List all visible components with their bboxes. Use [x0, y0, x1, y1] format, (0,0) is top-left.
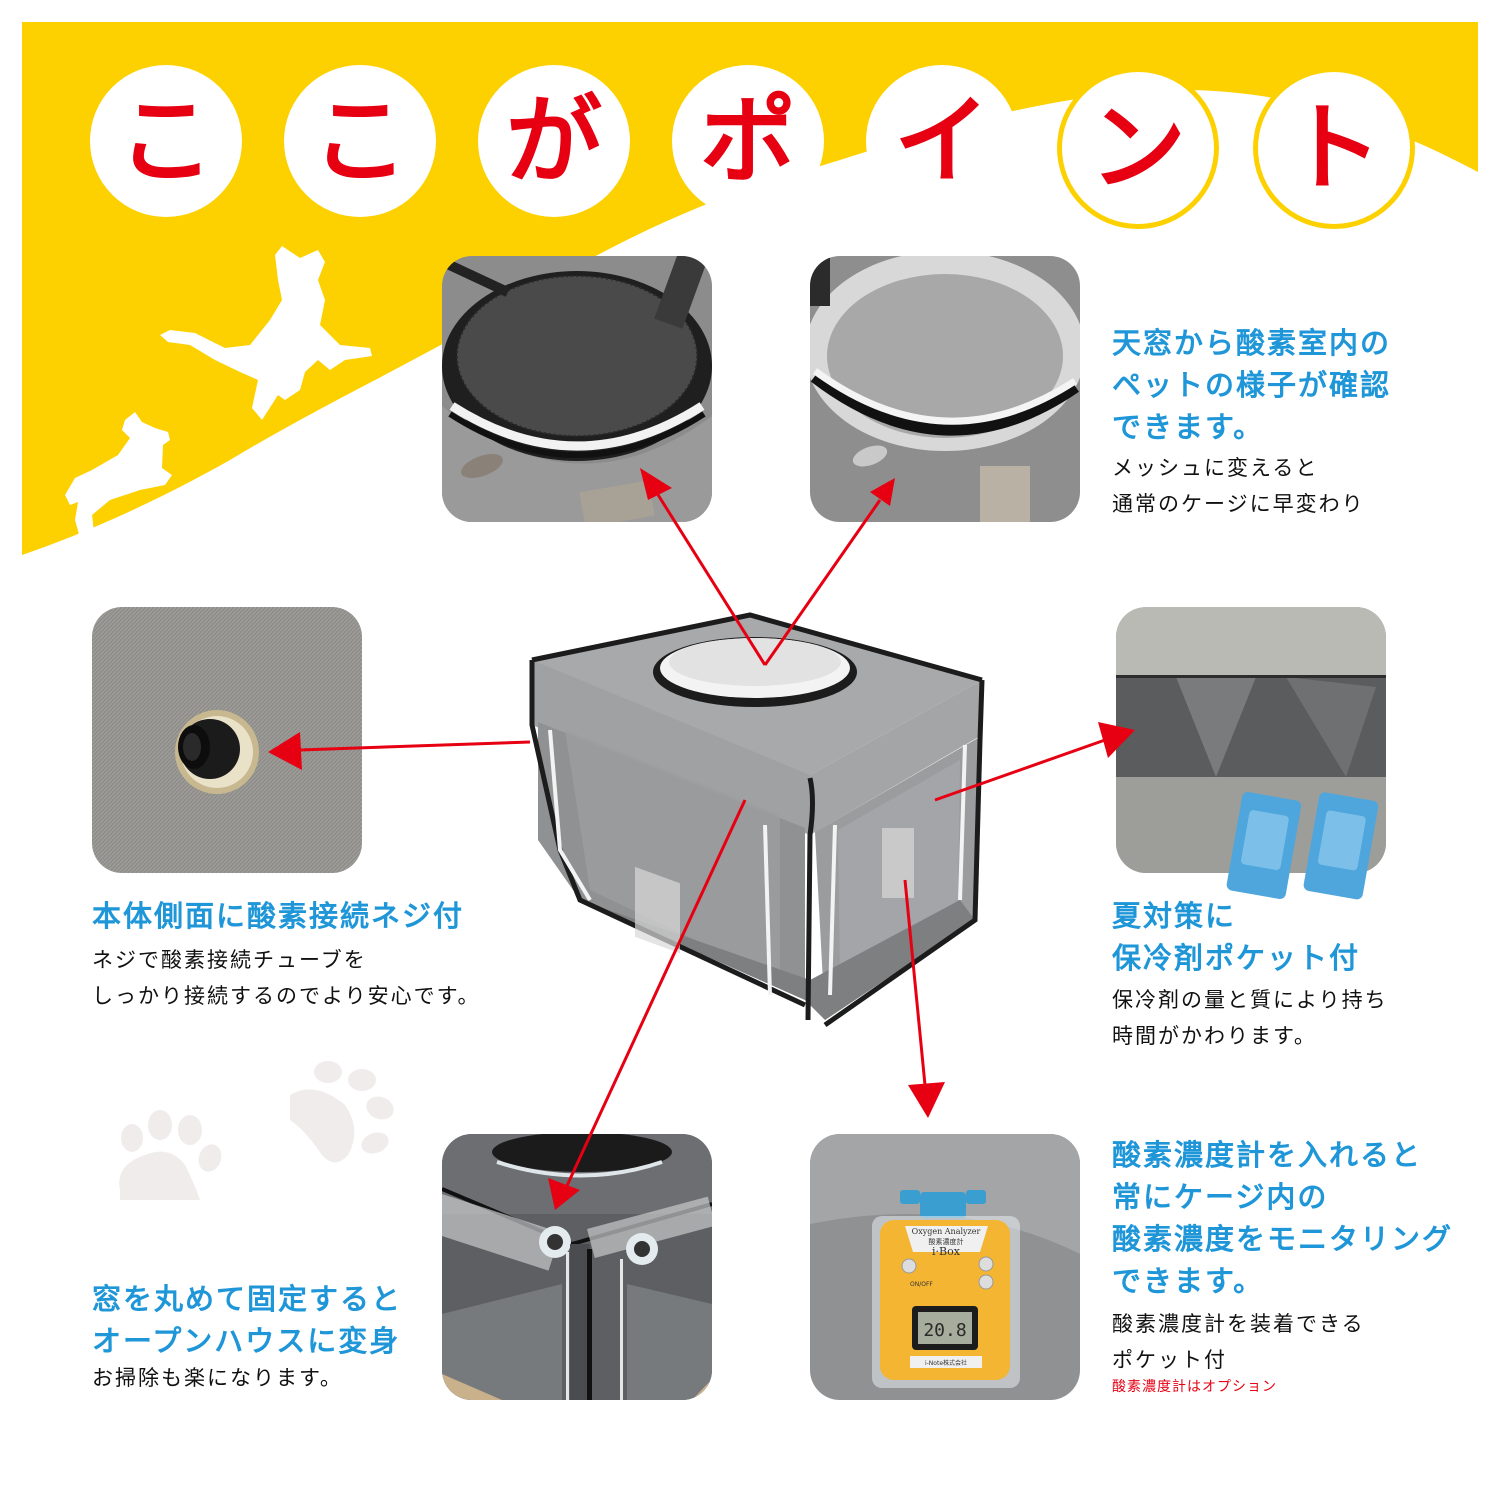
- title-circle-7: ト: [1258, 72, 1410, 224]
- skylight-heading-line: できます。: [1112, 410, 1265, 444]
- skylight-description-line: メッシュに変えると: [1112, 456, 1319, 480]
- oxygen-meter-description-line: 酸素濃度計を装着できる: [1112, 1312, 1365, 1336]
- title-circle-3: が: [478, 65, 630, 217]
- title-circle-2: こ: [284, 65, 436, 217]
- title-char: イ: [894, 85, 990, 197]
- title-char: ポ: [700, 85, 796, 197]
- clear-skylight-photo: [810, 256, 1080, 522]
- oxygen-meter-heading-line: できます。: [1112, 1264, 1265, 1298]
- oxygen-meter-heading: 酸素濃度計を入れると 常にケージ内の 酸素濃度をモニタリング できます。: [1112, 1134, 1453, 1302]
- oxygen-port-heading: 本体側面に酸素接続ネジ付: [92, 895, 464, 937]
- pet-oxygen-cage-image: [529, 612, 985, 1028]
- cooling-pocket-heading-line: 夏対策に: [1112, 899, 1237, 933]
- skylight-description: メッシュに変えると 通常のケージに早変わり: [1112, 450, 1365, 522]
- open-house-heading: 窓を丸めて固定すると オープンハウスに変身: [92, 1278, 402, 1362]
- device-maker: i-Note株式会社: [925, 1359, 967, 1367]
- title-circle-5: イ: [866, 65, 1018, 217]
- oxygen-port-description-line: ネジで酸素接続チューブを: [92, 948, 367, 972]
- open-house-heading-line: 窓を丸めて固定すると: [92, 1282, 403, 1316]
- title-char: ト: [1286, 92, 1382, 204]
- oxygen-meter-heading-line: 常にケージ内の: [1112, 1180, 1329, 1214]
- open-house-heading-line: オープンハウスに変身: [92, 1324, 401, 1358]
- cooling-pocket-description-line: 保冷剤の量と質により持ち: [1112, 988, 1388, 1012]
- title-circle-6: ン: [1062, 72, 1214, 224]
- cat-silhouette-small-icon: [65, 412, 172, 545]
- device-model: i·Box: [932, 1245, 961, 1258]
- open-house-description-line: お掃除も楽になります。: [92, 1366, 343, 1390]
- device-label-jp: 酸素濃度計: [929, 1237, 964, 1246]
- title-circle-1: こ: [90, 65, 242, 217]
- skylight-heading-line: 天窓から酸素室内の: [1112, 326, 1392, 360]
- rolled-window-photo: [442, 1134, 712, 1400]
- cooling-pocket-description: 保冷剤の量と質により持ち 時間がかわります。: [1112, 982, 1388, 1054]
- title-circle-4: ポ: [672, 65, 824, 217]
- oxygen-meter-heading-line: 酸素濃度をモニタリング: [1112, 1222, 1454, 1256]
- device-label-en: Oxygen Analyzer: [912, 1227, 981, 1236]
- cooling-pocket-heading: 夏対策に 保冷剤ポケット付: [1112, 895, 1360, 979]
- skylight-heading: 天窓から酸素室内の ペットの様子が確認 できます。: [1112, 322, 1391, 448]
- oxygen-port-description-line: しっかり接続するのでより安心です。: [92, 984, 481, 1008]
- oxygen-meter-heading-line: 酸素濃度計を入れると: [1112, 1138, 1423, 1172]
- cat-silhouette-large-icon: [160, 246, 372, 420]
- oxygen-connector-photo: [92, 607, 362, 873]
- paw-print-icon: [119, 1061, 394, 1200]
- oxygen-meter-description-line: ポケット付: [1112, 1348, 1227, 1372]
- title-char: こ: [312, 85, 408, 197]
- oxygen-meter-description: 酸素濃度計を装着できる ポケット付: [1112, 1306, 1365, 1378]
- oxygen-meter-option-note: 酸素濃度計はオプション: [1112, 1379, 1277, 1395]
- skylight-heading-line: ペットの様子が確認: [1112, 368, 1392, 402]
- mesh-skylight-photo: [442, 256, 712, 522]
- skylight-description-line: 通常のケージに早変わり: [1112, 492, 1365, 516]
- oxygen-port-description: ネジで酸素接続チューブを しっかり接続するのでより安心です。: [92, 942, 480, 1014]
- cooling-pocket-description-line: 時間がかわります。: [1112, 1024, 1317, 1048]
- title-char: が: [506, 85, 602, 197]
- open-house-description: お掃除も楽になります。: [92, 1360, 343, 1396]
- title-char: こ: [118, 85, 214, 197]
- cooling-pocket-heading-line: 保冷剤ポケット付: [1112, 941, 1361, 975]
- device-key-label: ON/OFF: [910, 1281, 933, 1288]
- ice-pack-icon: [1226, 792, 1379, 900]
- title-char: ン: [1090, 92, 1186, 204]
- oxygen-meter-photo: Oxygen Analyzer 酸素濃度計 i·Box ON/OFF 20.8 …: [810, 1134, 1080, 1400]
- device-reading: 20.8: [923, 1320, 966, 1341]
- oxygen-port-heading-line: 本体側面に酸素接続ネジ付: [92, 899, 465, 933]
